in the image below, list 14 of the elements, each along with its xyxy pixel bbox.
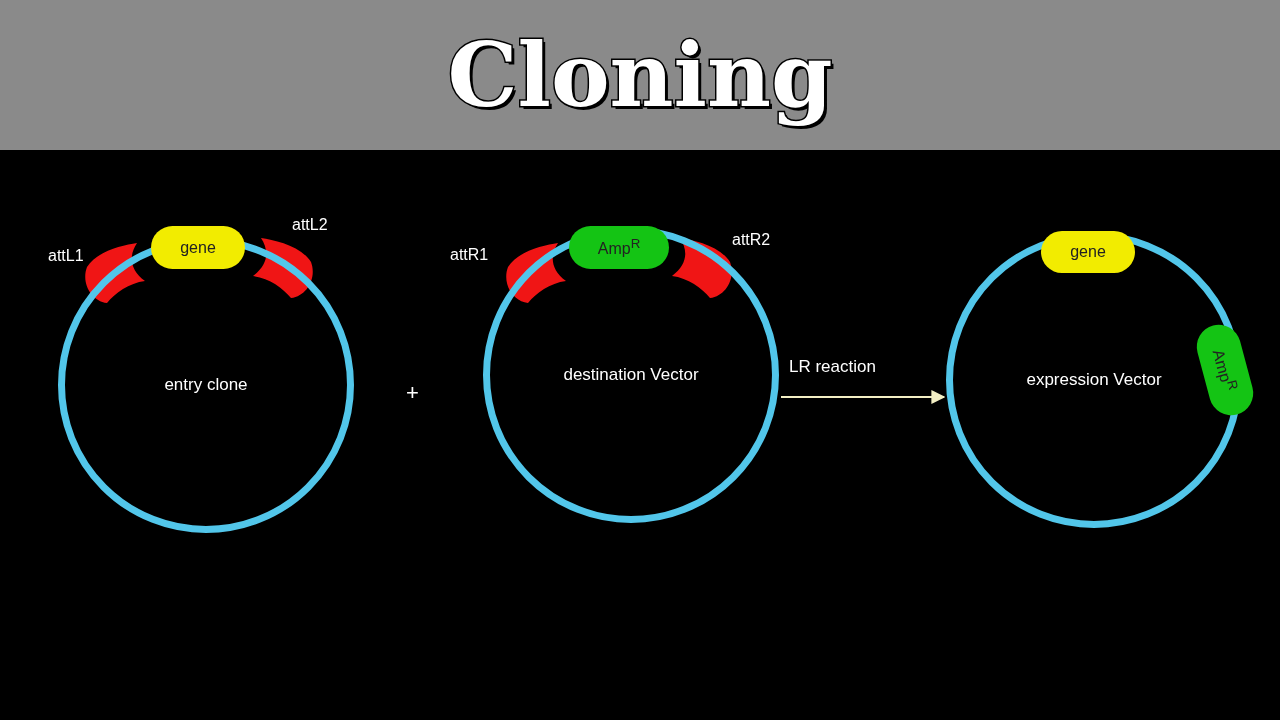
plasmid-label: entry clone: [164, 375, 248, 395]
site-label: attL2: [292, 216, 328, 234]
plasmid-label: expression Vector: [1026, 370, 1162, 390]
site-label: attR2: [732, 231, 771, 249]
segment-label: gene: [180, 238, 216, 257]
plus-sign: +: [406, 380, 419, 406]
title: Cloning: [447, 23, 833, 127]
site-label: attR1: [450, 246, 489, 264]
arrow: [780, 390, 946, 404]
site-label: attL1: [48, 247, 84, 265]
plasmid-label: destination Vector: [563, 365, 699, 385]
segment-label: Amp$^{R}$: [597, 236, 641, 259]
gene-segment: [151, 226, 245, 269]
segment-label: gene: [1070, 243, 1106, 261]
